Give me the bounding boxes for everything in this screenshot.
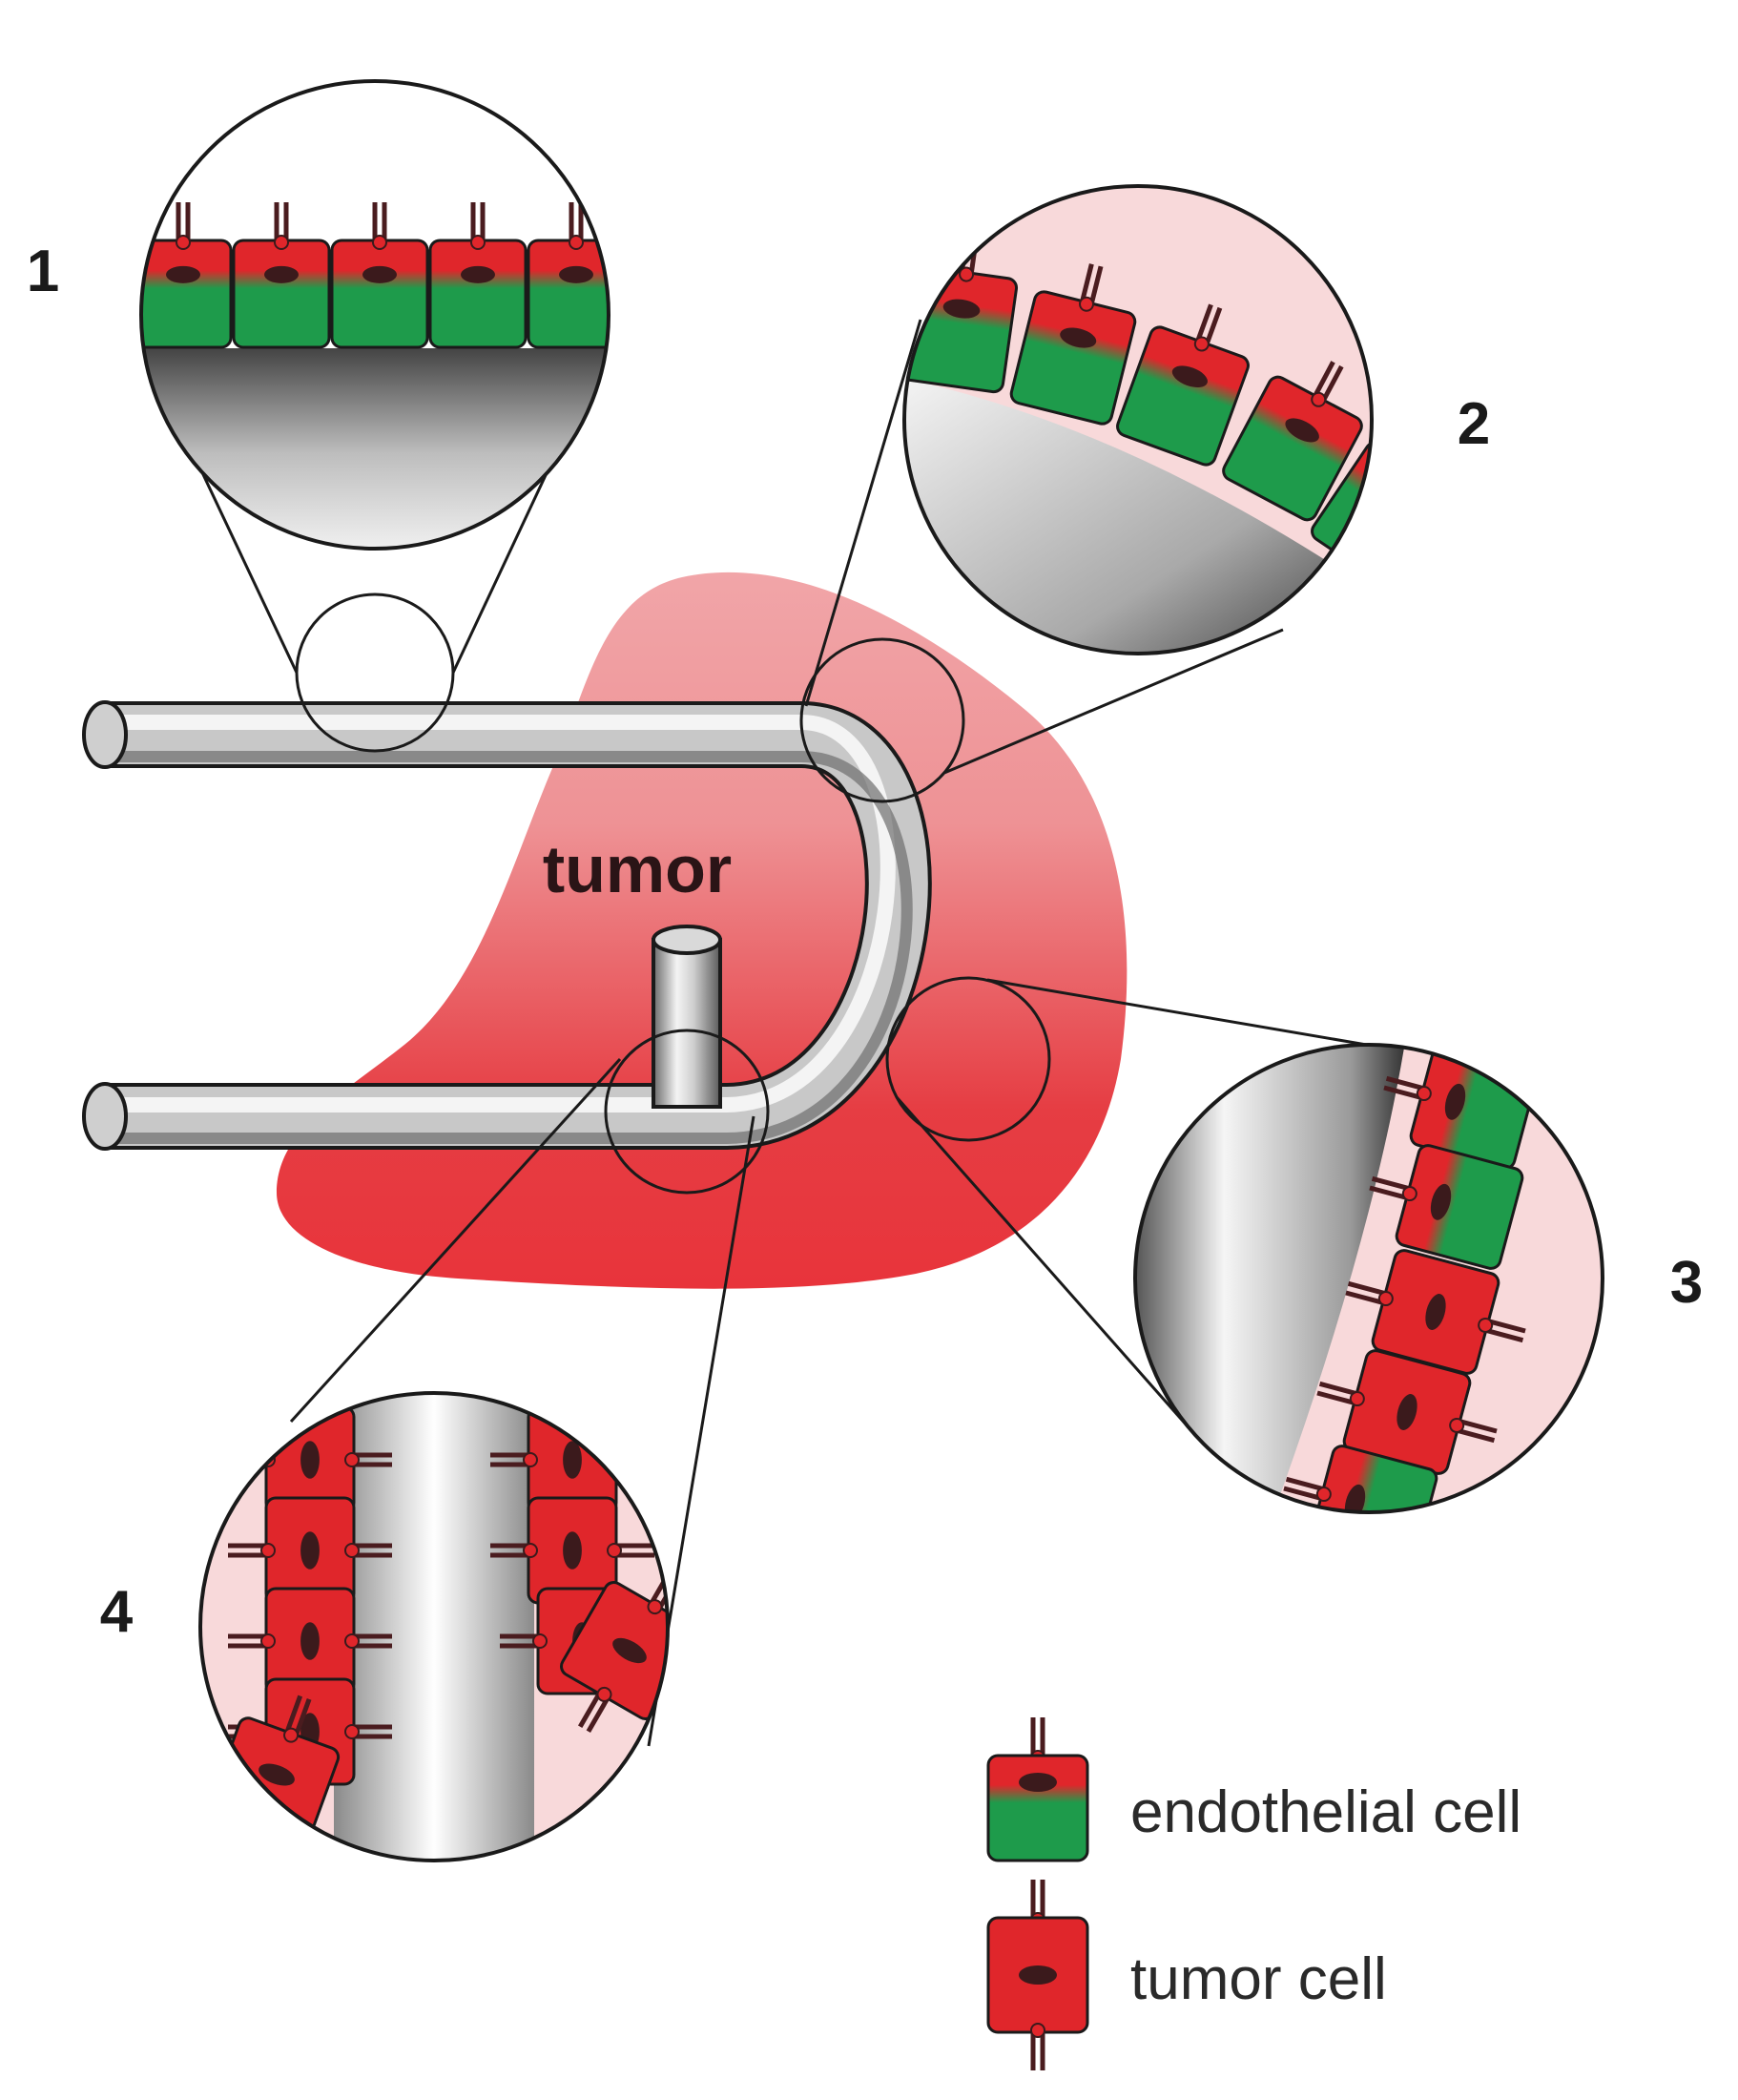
receptor	[490, 1543, 538, 1558]
inset-4-lumen	[334, 1393, 534, 1861]
receptor	[176, 202, 191, 250]
endothelial-cell	[1116, 303, 1250, 467]
inset-3-number: 3	[1670, 1250, 1703, 1316]
nucleus	[1171, 365, 1208, 388]
receptor	[344, 1724, 392, 1739]
receptor	[283, 1695, 312, 1743]
inset-2	[902, 184, 1442, 655]
inset-4	[198, 1391, 670, 1862]
receptor	[1478, 1317, 1526, 1343]
vessel-highlight	[105, 715, 896, 1112]
receptor	[1449, 1417, 1498, 1444]
nucleus	[300, 1531, 320, 1570]
receptor	[607, 1452, 654, 1467]
endothelial-cell	[1222, 361, 1363, 522]
receptor	[344, 1543, 392, 1558]
nucleus	[612, 1637, 647, 1664]
nucleus	[1060, 327, 1097, 348]
inset-4-number: 4	[100, 1579, 134, 1645]
nucleus	[1430, 1183, 1452, 1220]
receptor	[1383, 1075, 1432, 1102]
receptor	[1079, 263, 1104, 312]
inset-3	[1133, 1043, 1604, 1514]
zoom-source-4	[604, 1029, 770, 1195]
nucleus	[559, 265, 593, 283]
nucleus	[563, 1441, 582, 1479]
tumor-cell	[228, 1496, 392, 1605]
endothelial-cell	[1283, 1445, 1438, 1512]
endothelial-cell	[141, 202, 233, 349]
inset-1-number: 1	[27, 239, 59, 304]
endothelial-cell	[527, 202, 609, 349]
receptor	[500, 1633, 548, 1649]
nucleus	[259, 1763, 295, 1786]
zoom-source-2	[799, 637, 965, 803]
legend: endothelial cell tumor cell	[986, 1717, 1521, 2070]
legend-tumor-swatch	[986, 1880, 1089, 2070]
inset-3-cell-row	[1283, 1045, 1539, 1512]
vessel-end-upper	[82, 700, 128, 769]
legend-endothelial-label: endothelial cell	[1130, 1779, 1521, 1845]
receptor	[1283, 1476, 1332, 1503]
receptor	[1405, 432, 1442, 478]
inset-1-lumen	[141, 348, 609, 549]
nucleus	[362, 265, 397, 283]
nucleus	[1444, 1083, 1466, 1120]
tumor-cell	[1345, 1249, 1526, 1375]
receptor	[241, 1806, 270, 1855]
nucleus	[166, 265, 200, 283]
nucleus	[1285, 418, 1319, 443]
receptor	[569, 202, 584, 250]
receptor	[228, 1633, 276, 1649]
nucleus	[461, 265, 495, 283]
vessel-end-lower	[82, 1082, 128, 1151]
endothelial-cell	[330, 202, 429, 349]
receptor	[372, 202, 387, 250]
nucleus	[264, 265, 299, 283]
inset-2-number: 2	[1458, 391, 1490, 457]
inset-1	[139, 79, 610, 551]
receptor	[1316, 1381, 1365, 1407]
nucleus	[1397, 1394, 1417, 1430]
tumor-channel-top	[652, 925, 722, 955]
endothelial-cell	[1009, 263, 1137, 426]
receptor	[578, 1686, 612, 1734]
nucleus	[300, 1622, 320, 1660]
nucleus	[563, 1531, 582, 1570]
nucleus	[1425, 1294, 1446, 1330]
tumor-cell	[228, 1587, 392, 1695]
inset-3-lumen	[1135, 1045, 1407, 1512]
receptor	[274, 202, 289, 250]
zoom-source-3	[885, 976, 1051, 1142]
receptor	[470, 202, 486, 250]
receptor	[607, 1543, 654, 1558]
receptor	[1369, 1175, 1417, 1202]
tumor-cell	[490, 1496, 654, 1605]
nucleus	[942, 299, 981, 319]
tumor-label: tumor	[543, 832, 732, 906]
endothelial-cell	[428, 202, 528, 349]
inset-2-lumen	[904, 377, 1372, 654]
legend-endothelial-swatch	[986, 1717, 1089, 1862]
receptor	[1193, 303, 1223, 352]
receptor	[1345, 1280, 1394, 1307]
receptor	[344, 1633, 392, 1649]
tumor-cell	[1316, 1349, 1498, 1475]
nucleus	[300, 1441, 320, 1479]
nucleus	[1375, 480, 1416, 516]
inset-1-endothelial-row	[141, 202, 609, 349]
receptor	[228, 1543, 276, 1558]
endothelial-cell	[232, 202, 331, 349]
legend-tumor-label: tumor cell	[1130, 1946, 1387, 2012]
receptor	[1311, 361, 1344, 407]
tumor-channel	[652, 938, 722, 1109]
vessel-shade	[105, 751, 913, 1144]
endothelial-cell	[1369, 1144, 1524, 1270]
receptor	[490, 1452, 538, 1467]
inset-4-tumor-cells	[213, 1405, 668, 1855]
receptor	[344, 1452, 392, 1467]
